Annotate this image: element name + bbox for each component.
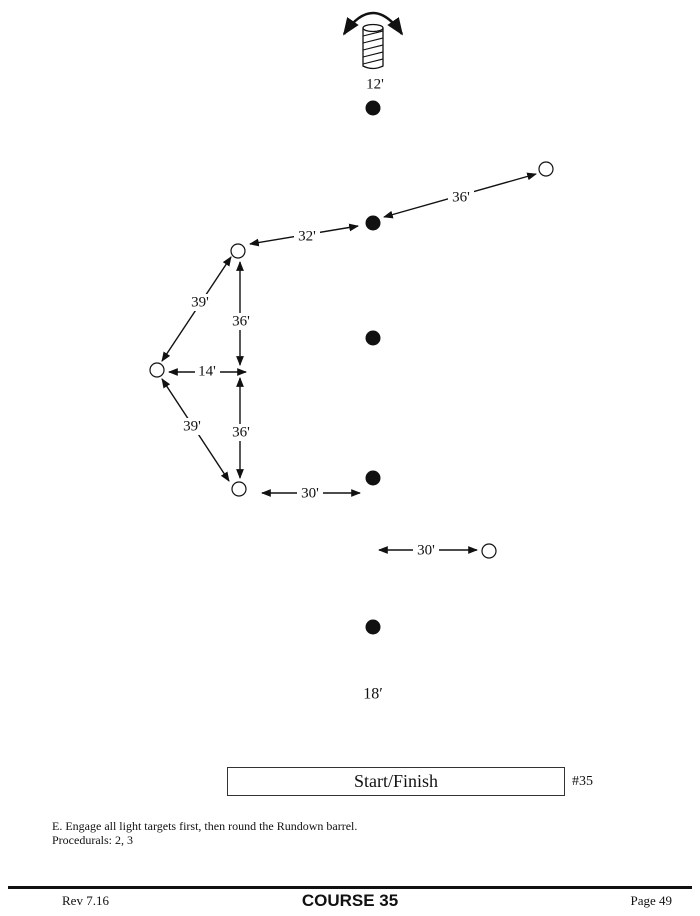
barrel-distance-label: 12' [366, 76, 384, 92]
distance-label: 39' [183, 418, 201, 434]
page-number: Page 49 [630, 893, 672, 908]
dark-target [365, 470, 381, 486]
dark-target [365, 215, 381, 231]
revision-label: Rev 7.16 [62, 893, 109, 908]
distance-label: 30' [301, 485, 319, 501]
light-target [230, 243, 246, 259]
light-target [481, 543, 497, 559]
distance-arrows [161, 172, 537, 554]
distance-label: 30' [417, 542, 435, 558]
rundown-barrel-icon [342, 11, 404, 70]
footer-divider [8, 886, 692, 889]
distance-label: 39' [191, 294, 209, 310]
light-target [149, 362, 165, 378]
label-backgrounds [179, 189, 474, 559]
start-finish-box: Start/Finish [227, 767, 565, 796]
light-target [538, 161, 554, 177]
procedurals-text: Procedurals: 2, 3 [52, 833, 133, 847]
distance-label: 32' [298, 228, 316, 244]
distance-label: 36' [232, 424, 250, 440]
distance-label: 14' [198, 363, 216, 379]
course-title: COURSE 35 [301, 891, 399, 910]
light-target [231, 481, 247, 497]
bottom-distance-label: 18′ [363, 686, 383, 703]
dark-target [365, 619, 381, 635]
distance-label: 36' [452, 189, 470, 205]
light-targets [149, 161, 554, 559]
course-number: #35 [572, 774, 593, 789]
dark-targets [365, 100, 381, 635]
dark-target [365, 100, 381, 116]
distance-label: 36' [232, 313, 250, 329]
dark-target [365, 330, 381, 346]
instruction-text: E. Engage all light targets first, then … [52, 819, 358, 833]
